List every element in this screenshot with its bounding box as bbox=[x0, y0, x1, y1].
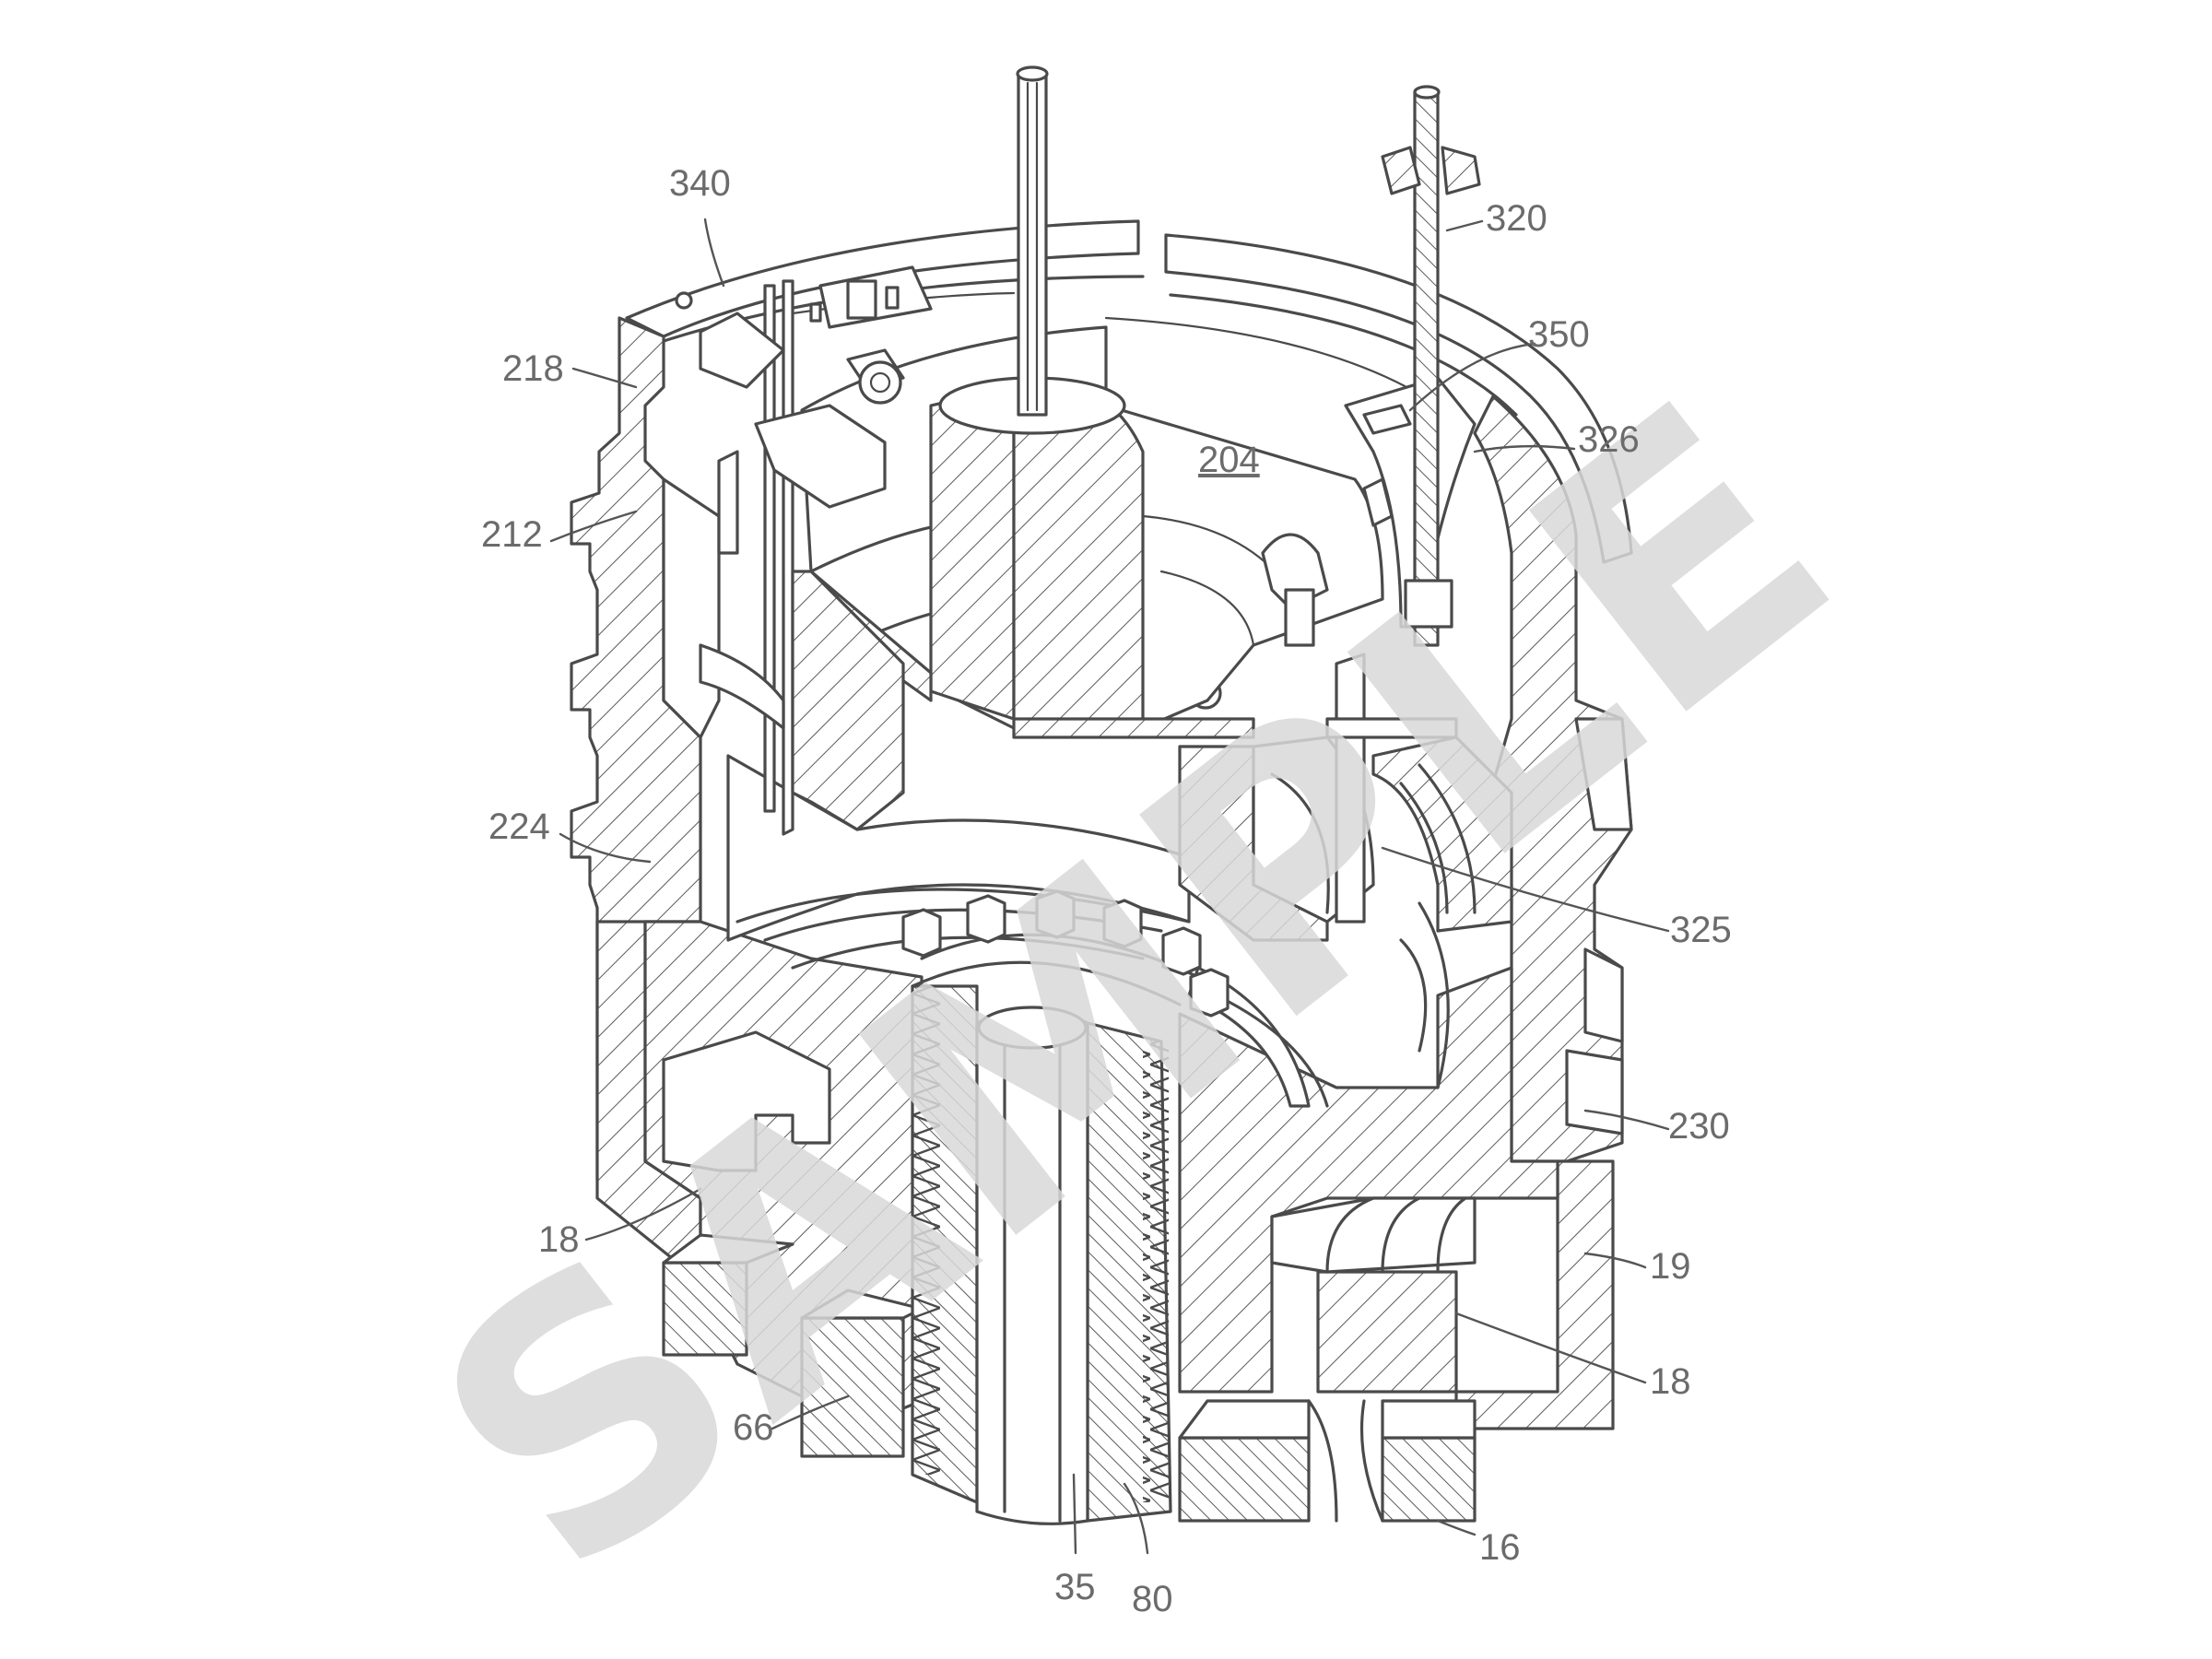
callout-230: 230 bbox=[1668, 1106, 1730, 1147]
callout-212: 212 bbox=[481, 514, 543, 555]
callout-326: 326 bbox=[1578, 419, 1640, 460]
callout-18-left: 18 bbox=[538, 1219, 580, 1260]
callout-204: 204 bbox=[1198, 440, 1260, 480]
bolt-ring bbox=[901, 889, 1230, 1018]
callout-218: 218 bbox=[502, 348, 564, 389]
outer-housing-right bbox=[1454, 394, 1633, 1430]
callout-35: 35 bbox=[1054, 1567, 1096, 1607]
callout-80: 80 bbox=[1132, 1579, 1173, 1619]
callout-18-right: 18 bbox=[1650, 1361, 1691, 1402]
callout-19: 19 bbox=[1650, 1246, 1691, 1287]
inner-chamber bbox=[726, 754, 1450, 1108]
callout-350: 350 bbox=[1528, 314, 1590, 355]
bottom-blocks bbox=[662, 1233, 1477, 1523]
left-internal-column bbox=[699, 265, 933, 836]
callout-16: 16 bbox=[1479, 1527, 1521, 1568]
callout-320: 320 bbox=[1486, 198, 1547, 239]
callout-66: 66 bbox=[733, 1407, 774, 1448]
leader-lines bbox=[549, 218, 1670, 1555]
central-shaft bbox=[911, 933, 1200, 1525]
callout-340: 340 bbox=[669, 163, 731, 204]
vertical-rods bbox=[1016, 65, 1481, 647]
callout-325: 325 bbox=[1670, 910, 1732, 950]
right-internal-parts bbox=[1178, 376, 1513, 942]
callout-224: 224 bbox=[488, 806, 550, 847]
callout-labels: 340 320 350 218 326 204 212 224 325 230 … bbox=[481, 163, 1732, 1619]
